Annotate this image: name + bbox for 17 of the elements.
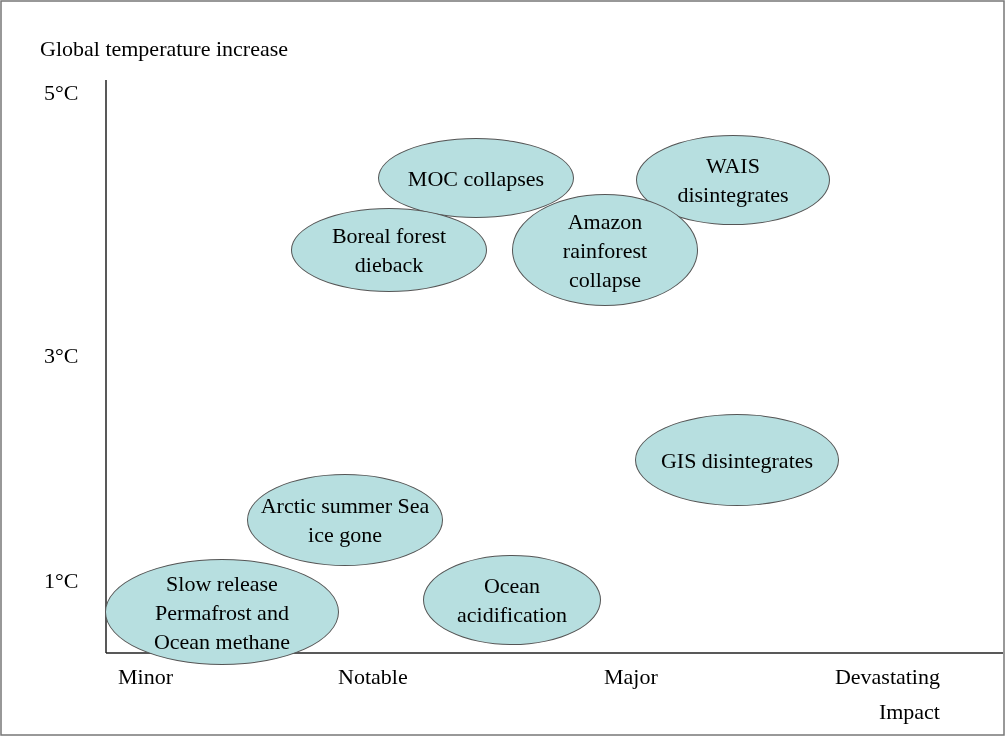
- node-label: GIS disintegrates: [660, 446, 814, 475]
- node-label: Slow release Permafrost and Ocean methane: [152, 569, 292, 656]
- x-axis-title: Impact: [878, 699, 940, 725]
- y-tick-label: 3°C: [44, 343, 79, 369]
- x-tick-label: Minor: [118, 664, 173, 690]
- x-tick-label: Notable: [338, 664, 408, 690]
- node-label: Ocean acidification: [456, 572, 568, 629]
- node-label: MOC collapses: [407, 164, 545, 193]
- y-tick-label: 1°C: [44, 568, 79, 594]
- x-tick-label: Major: [604, 664, 658, 690]
- chart-title: Global temperature increase: [40, 36, 288, 62]
- node-label: WAIS disintegrates: [676, 152, 790, 209]
- y-tick-label: 5°C: [44, 80, 79, 106]
- x-tick-label: Devastating: [834, 664, 940, 690]
- node-label: Arctic summer Sea ice gone: [260, 492, 430, 549]
- node-label: Boreal forest dieback: [330, 222, 448, 279]
- node-label: Amazon rainforest collapse: [561, 207, 649, 294]
